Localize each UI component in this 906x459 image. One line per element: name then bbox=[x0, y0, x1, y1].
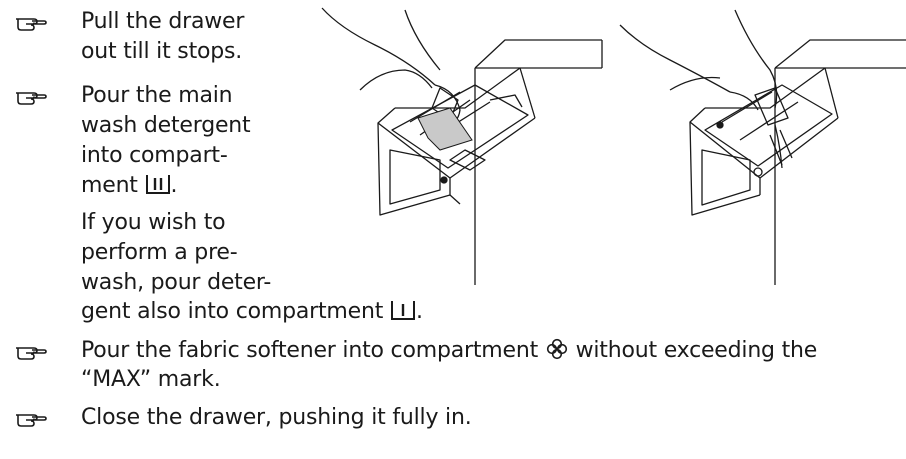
step4-line1: Close the drawer, pushing it fully in. bbox=[81, 405, 472, 430]
pointing-hand-icon bbox=[16, 92, 47, 105]
illustration-pour-softener bbox=[619, 9, 906, 285]
step2-line2: wash detergent bbox=[81, 113, 251, 138]
step1-line2: out till it stops. bbox=[81, 39, 243, 64]
step3-line1: Pour the fabric softener into compartmen… bbox=[81, 337, 817, 365]
step2-line4-text: ment bbox=[81, 173, 138, 198]
prewash-line3: wash, pour deter- bbox=[81, 270, 272, 295]
pointing-hand-icon bbox=[16, 18, 47, 31]
prewash-line4-text: gent also into compartment bbox=[81, 299, 384, 324]
step3-line1b: without exceeding the bbox=[575, 338, 818, 363]
step3-line2: “MAX” mark. bbox=[81, 367, 221, 392]
main-wash-compartment-icon bbox=[145, 175, 170, 194]
step2-line4-period: . bbox=[170, 173, 178, 198]
prewash-line4-period: . bbox=[415, 299, 423, 324]
step1-line1: Pull the drawer bbox=[81, 9, 245, 34]
step2-line3: into compart- bbox=[81, 143, 228, 168]
fabric-softener-flower-icon bbox=[546, 338, 567, 360]
step2-line4: ment . bbox=[81, 172, 178, 200]
prewash-line1: If you wish to bbox=[81, 210, 226, 235]
step2-line1: Pour the main bbox=[81, 83, 233, 108]
prewash-compartment-icon bbox=[390, 301, 415, 320]
step3-line1a: Pour the fabric softener into compartmen… bbox=[81, 338, 538, 363]
prewash-line4: gent also into compartment . bbox=[81, 298, 423, 326]
pointing-hand-icon bbox=[16, 414, 47, 427]
prewash-line2: perform a pre- bbox=[81, 240, 238, 265]
illustration-pour-detergent bbox=[321, 7, 603, 285]
pointing-hand-icon bbox=[16, 347, 47, 360]
